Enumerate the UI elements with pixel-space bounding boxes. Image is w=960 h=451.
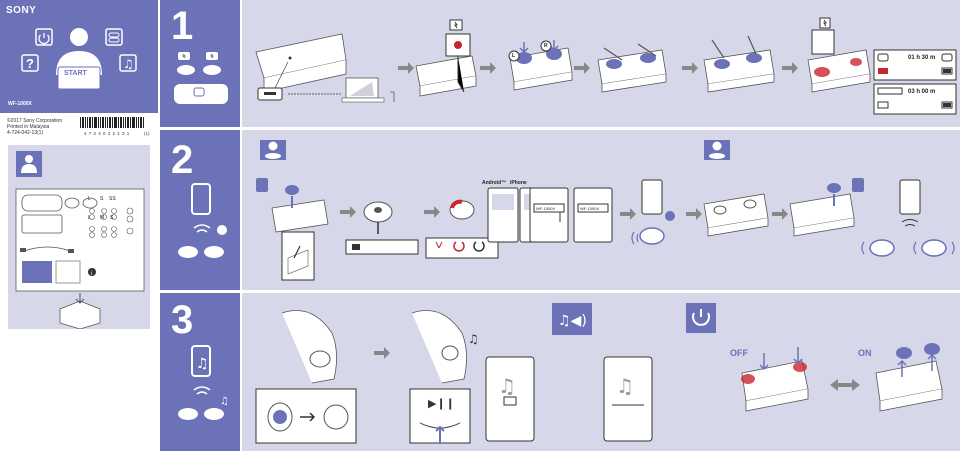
size-label: S xyxy=(100,196,104,202)
svg-text:♫: ♫ xyxy=(196,356,209,372)
copyright-line: ©2017 Sony Corporation xyxy=(7,118,63,124)
lr-badge-right: R xyxy=(544,43,548,49)
svg-text:i: i xyxy=(91,271,92,277)
svg-text:♫: ♫ xyxy=(616,374,634,398)
start-panel: SONY ? ♫ START WF-1000X xyxy=(0,0,158,113)
start-illustration: ? ♫ xyxy=(21,28,137,90)
lr-badge-left: L xyxy=(512,53,516,59)
step-2-sidebar xyxy=(160,130,240,290)
step-1-summary-icon xyxy=(174,52,228,104)
step-3-sidebar xyxy=(160,293,240,451)
copyright-block: ©2017 Sony Corporation Printed in Malays… xyxy=(7,118,62,136)
charge-time-earbuds: 01 h 30 m xyxy=(908,55,936,61)
svg-text:♫: ♫ xyxy=(123,57,134,71)
barcode-suffix: (1) xyxy=(144,131,150,136)
device-name-label: WF-1000X xyxy=(536,206,556,211)
part-number-line: 4-724-042-13(1) xyxy=(7,130,44,136)
step-1-number: 1 xyxy=(171,4,194,48)
svg-text:♫: ♫ xyxy=(468,332,479,346)
svg-text:♫: ♫ xyxy=(220,396,229,407)
svg-text:▶❙❙: ▶❙❙ xyxy=(428,397,455,410)
svg-text:♫: ♫ xyxy=(498,374,516,398)
size-label: L xyxy=(88,215,91,221)
size-label: M xyxy=(100,215,105,221)
svg-text:♫◀): ♫◀) xyxy=(558,313,587,329)
start-label: START xyxy=(64,70,87,77)
printed-in-line: Printed in Malaysia xyxy=(7,124,50,130)
step-1-charging-illustration xyxy=(255,17,957,115)
smartphone-music-icon: ♫ ♫ xyxy=(178,345,229,420)
model-name: WF-1000X xyxy=(8,101,32,107)
power-off-label: OFF xyxy=(730,348,748,358)
step-1-sidebar xyxy=(160,0,240,127)
step-2-pairing-illustration xyxy=(256,140,955,281)
barcode xyxy=(80,117,144,128)
size-label: L xyxy=(88,196,91,202)
barcode-digits: 4 7 2 4 0 4 2 1 3 1 xyxy=(84,131,130,136)
power-on-label: ON xyxy=(858,348,872,358)
size-label: S xyxy=(110,215,114,221)
iphone-label: iPhone xyxy=(510,180,527,186)
step-2-number: 2 xyxy=(171,138,194,182)
package-contents-illustration: i xyxy=(15,151,145,329)
android-label: Android™ xyxy=(482,180,507,186)
smartphone-bluetooth-icon xyxy=(178,183,227,258)
step-3-panel xyxy=(242,293,960,451)
device-name-list-label: WF-1000X xyxy=(580,206,600,211)
charge-time-case: 03 h 00 m xyxy=(908,89,936,95)
svg-text:?: ? xyxy=(26,56,34,71)
brand-logo: SONY xyxy=(6,5,37,16)
step-3-listening-illustration: ♫ ▶❙❙ ♫ ♫◀) ♫ xyxy=(255,303,943,444)
size-label: SS xyxy=(109,196,116,202)
step-3-number: 3 xyxy=(171,298,194,342)
